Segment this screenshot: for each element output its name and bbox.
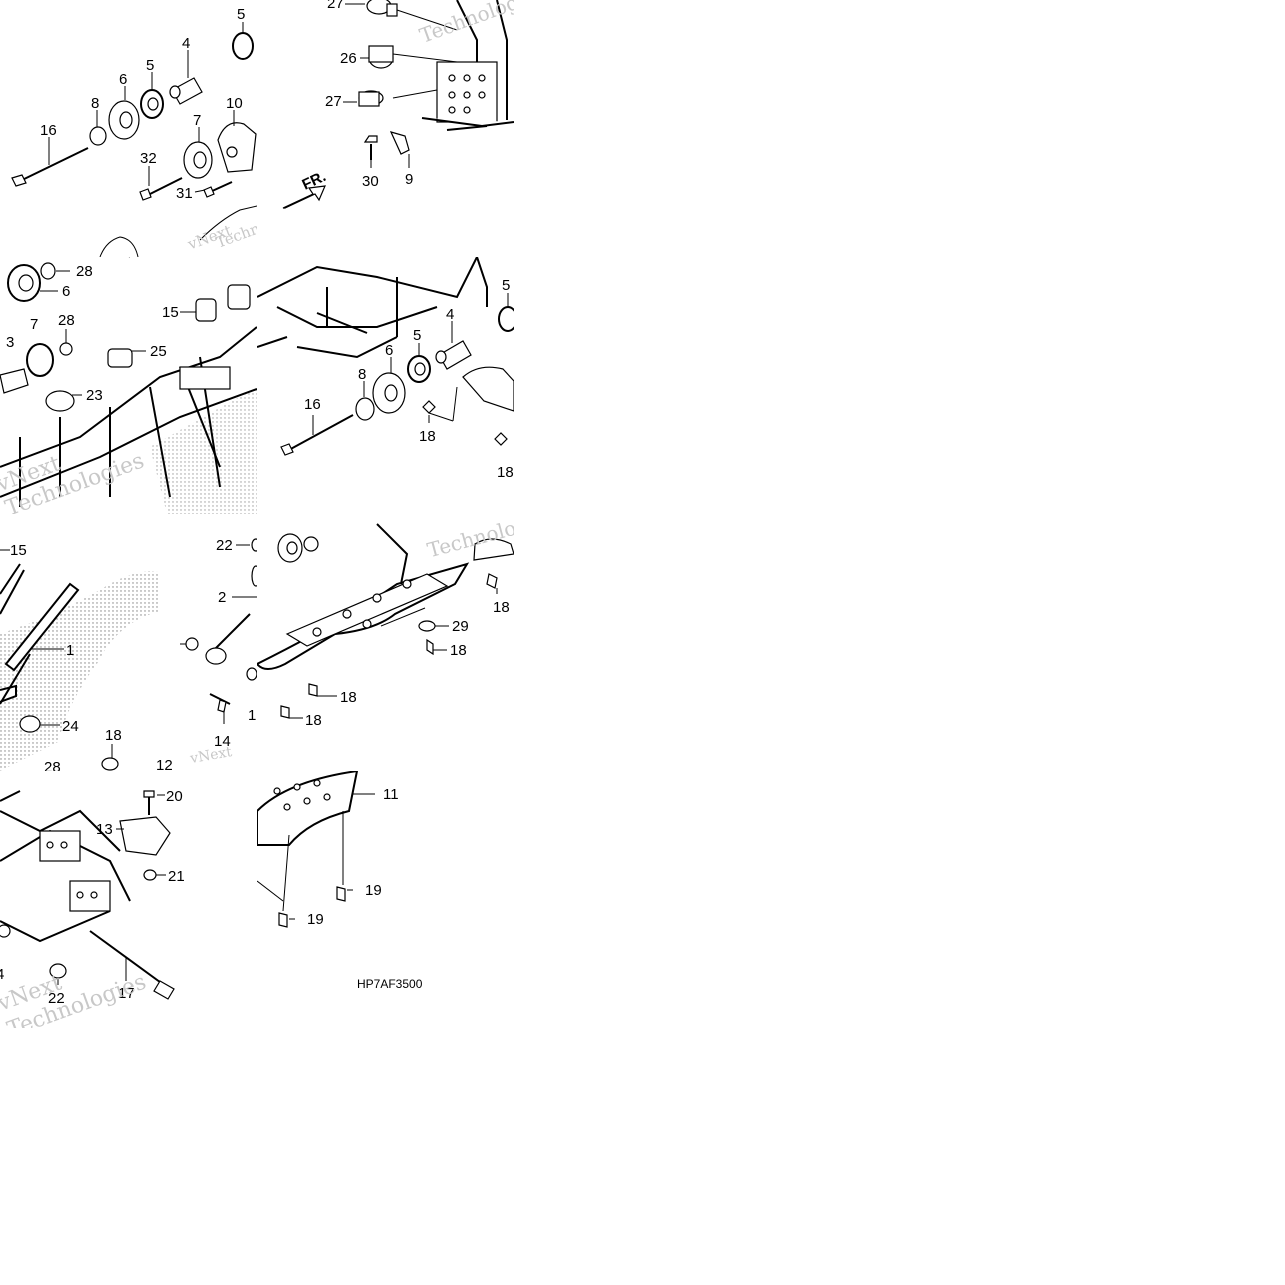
callout-number: 18	[497, 464, 514, 481]
callout-number: 17	[118, 985, 135, 1002]
skid-plate-drawing	[257, 771, 359, 928]
shaded-logo-area	[0, 571, 158, 771]
callout-number: 6	[62, 283, 70, 300]
part-drawing	[185, 538, 257, 713]
frame-drawing	[282, 0, 514, 209]
callout-number: 32	[140, 150, 157, 167]
callout-number: 5	[146, 57, 154, 74]
callout-number: 23	[86, 387, 103, 404]
callout-number: 12	[156, 757, 173, 771]
frame-drawing	[0, 257, 257, 507]
callout-number: 22	[216, 537, 233, 554]
callout-number: 1	[248, 707, 256, 724]
skid-plate-drawing	[257, 523, 514, 719]
callout-number: 27	[70, 257, 87, 261]
callout-number: 3	[6, 334, 14, 351]
callout-number: 29	[452, 618, 469, 635]
callout-number: 10	[226, 95, 243, 112]
callout-number: 6	[119, 71, 127, 88]
callout-number: 31	[176, 185, 193, 202]
callout-number: 8	[91, 95, 99, 112]
callout-number: 30	[362, 173, 379, 190]
diagram-tile-9: 11 19 19 HP7AF3500	[257, 771, 514, 1028]
callout-number: 21	[168, 868, 185, 885]
callout-number: 18	[493, 599, 510, 616]
diagram-tile-4: 5 4 5 6 8 16 18 18	[257, 257, 514, 514]
front-direction-label: FR.	[300, 168, 329, 194]
callout-number: 26	[340, 50, 357, 67]
callout-number: 4	[0, 966, 4, 983]
diagram-tile-3: 27 28 6 15 7 28 3 25 23 vNext Technologi…	[0, 257, 257, 514]
callout-number: 28	[58, 312, 75, 329]
callout-line	[380, 607, 426, 627]
diagram-tile-5: 15 1 24 18 28 12	[0, 514, 257, 771]
callout-number: 8	[358, 366, 366, 383]
diagram-tile-1: 5 4 6 5 8 16 32 7 10 31 vNext Technologi…	[0, 0, 257, 257]
diagram-tile-7: 18 29 18 18 18 Technologies	[257, 514, 514, 771]
callout-number: 5	[237, 6, 245, 23]
callout-number: 20	[166, 788, 183, 805]
callout-number: 5	[413, 327, 421, 344]
callout-number: 19	[365, 882, 382, 899]
callout-number: 7	[193, 112, 201, 129]
frame-drawing	[257, 257, 514, 456]
axle-shaft-drawing	[11, 32, 257, 257]
callout-number: 19	[307, 911, 324, 928]
callout-number: 25	[150, 343, 167, 360]
callout-number: 16	[40, 122, 57, 139]
callout-number: 4	[182, 35, 190, 52]
callout-number: 18	[305, 712, 322, 729]
callout-number: 27	[327, 0, 344, 12]
watermark: vNext Technologies	[0, 970, 150, 1028]
diagram-tile-2: 27 26 27 30 9 FR. Technologies	[257, 0, 514, 257]
callout-number: 15	[10, 542, 27, 559]
callout-number: 18	[419, 428, 436, 445]
frame-drawing	[0, 563, 119, 771]
watermark: vNext Technologies	[185, 201, 257, 254]
callout-number: 27	[325, 93, 342, 110]
callout-number: 1	[66, 642, 74, 659]
callout-number: 13	[96, 821, 113, 838]
diagram-code: HP7AF3500	[357, 977, 423, 991]
callout-number: 7	[30, 316, 38, 333]
diagram-tile-8: 20 13 21 4 22 17 vNext Technologies	[0, 771, 257, 1028]
callout-number: 2	[218, 589, 226, 606]
callout-line	[282, 834, 290, 912]
callout-number: 28	[76, 263, 93, 280]
callout-number: 22	[48, 990, 65, 1007]
callout-number: 9	[405, 171, 413, 188]
callout-number: 18	[105, 727, 122, 744]
callout-number: 24	[62, 718, 79, 735]
diagram-tile-6: 22 2 22 14 1 vNext	[180, 514, 257, 771]
callout-number: 11	[383, 786, 399, 803]
callout-number: 18	[450, 642, 467, 659]
callout-number: 15	[162, 304, 179, 321]
callout-number: 6	[385, 342, 393, 359]
callout-number: 5	[502, 277, 510, 294]
callout-line	[257, 880, 284, 902]
callout-number: 18	[340, 689, 357, 706]
callout-number: 28	[44, 759, 61, 771]
watermark: vNext	[188, 744, 233, 767]
svg-text:vNext: vNext	[188, 744, 233, 767]
callout-lines	[48, 22, 244, 193]
callout-number: 4	[446, 306, 454, 323]
shaded-area	[150, 387, 257, 514]
frame-drawing	[0, 790, 175, 1000]
callout-number: 16	[304, 396, 321, 413]
callout-number: 14	[214, 733, 231, 750]
